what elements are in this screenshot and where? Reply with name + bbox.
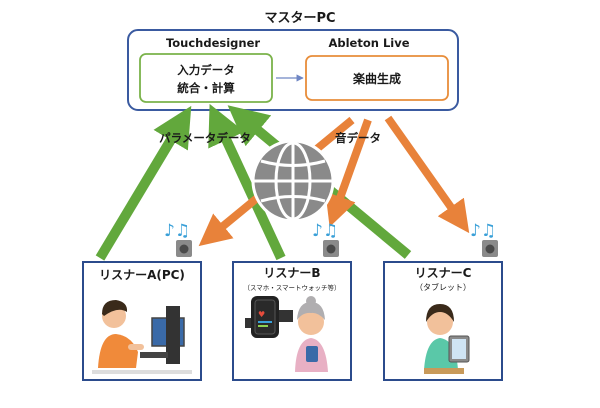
sound-arrow-b [325, 118, 372, 228]
listener-a-label: リスナーA(PC) [99, 268, 185, 282]
person-with-tablet-icon [424, 304, 470, 374]
music-note-icon: ♪♫ [312, 221, 338, 241]
sound-data-label: 音データ [335, 131, 381, 145]
touchdesigner-box [139, 53, 273, 103]
svg-text:♪♫: ♪♫ [470, 221, 496, 241]
globe-icon [251, 139, 335, 223]
listener-c-sub: （タブレット） [415, 282, 471, 292]
param-arrow-a [95, 105, 192, 261]
music-note-icon: ♪♫ [164, 221, 190, 241]
music-note-icon: ♪♫ [470, 221, 496, 241]
param-data-label: パラメータデータ [159, 131, 251, 145]
master-pc-title: マスターPC [264, 11, 335, 26]
elderly-with-phone-icon [295, 296, 328, 372]
touchdesigner-box-line1: 入力データ [177, 63, 235, 77]
smartwatch-icon: ♥ [245, 296, 293, 338]
touchdesigner-box-line2: 統合・計算 [177, 81, 235, 95]
person-at-pc-icon [92, 300, 192, 374]
listener-b-sub: （スマホ・スマートウォッチ等） [243, 283, 340, 292]
ableton-title: Ableton Live [328, 36, 409, 50]
ableton-box-label: 楽曲生成 [353, 71, 401, 86]
speaker-icon [176, 240, 192, 257]
svg-text:♪♫: ♪♫ [312, 221, 338, 241]
touchdesigner-title: Touchdesigner [166, 36, 260, 50]
speaker-icon [323, 240, 339, 257]
listener-b-label: リスナーB [263, 266, 320, 280]
ableton-box [305, 55, 449, 101]
svg-text:♥: ♥ [258, 310, 265, 319]
sound-arrow-c [384, 115, 470, 234]
listener-c-label: リスナーC [415, 266, 472, 280]
speaker-icon [482, 240, 498, 257]
svg-text:♪♫: ♪♫ [164, 221, 190, 241]
